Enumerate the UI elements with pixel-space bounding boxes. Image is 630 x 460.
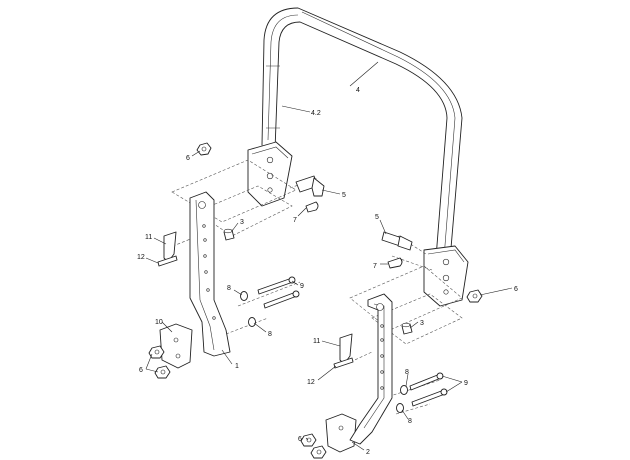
callout-labels: 4 4.2 6 5 7 3 11 12 8 9 8 10 6 1 5 7 6 3… bbox=[137, 87, 518, 456]
callout-4: 4 bbox=[356, 87, 360, 94]
callout-6-left-bottom: 6 bbox=[139, 367, 143, 374]
callout-6-right-bottom: 6 bbox=[298, 436, 302, 443]
washer-8-right-b bbox=[396, 403, 404, 413]
callout-3-right: 3 bbox=[420, 320, 424, 327]
callout-6-right-top: 6 bbox=[514, 286, 518, 293]
callout-9-right: 9 bbox=[464, 380, 468, 387]
callout-8-left-b: 8 bbox=[268, 331, 272, 338]
bolt-9-right-b bbox=[411, 389, 446, 407]
callout-9-left: 9 bbox=[300, 283, 304, 290]
callout-8-left-a: 8 bbox=[227, 285, 231, 292]
callout-8-right-a: 8 bbox=[405, 369, 409, 376]
callout-7-left: 7 bbox=[293, 217, 297, 224]
bracket-10-left bbox=[159, 323, 193, 369]
roll-bar bbox=[247, 7, 469, 307]
callout-4-2: 4.2 bbox=[311, 110, 321, 117]
leader-lines bbox=[145, 61, 513, 451]
bolt-12-left bbox=[157, 255, 178, 267]
washer-8-left-a bbox=[240, 291, 248, 301]
callout-7-right: 7 bbox=[373, 263, 377, 270]
callout-12-left: 12 bbox=[137, 254, 145, 261]
callout-12-right: 12 bbox=[307, 379, 315, 386]
left-hardware bbox=[148, 142, 325, 379]
callout-6-left-top: 6 bbox=[186, 155, 190, 162]
left-upright bbox=[189, 191, 231, 357]
callout-3-left: 3 bbox=[240, 219, 244, 226]
callout-11-right: 11 bbox=[313, 338, 320, 345]
bolt-9-left-b bbox=[263, 291, 298, 309]
right-hardware bbox=[300, 231, 483, 459]
callout-5-left: 5 bbox=[342, 192, 346, 199]
washer-8-right-a bbox=[400, 385, 408, 395]
right-upright bbox=[349, 293, 393, 445]
callout-1: 1 bbox=[235, 363, 239, 370]
bolt-9-right-a bbox=[409, 373, 442, 391]
callout-11-left: 11 bbox=[145, 234, 152, 241]
washer-8-left-b bbox=[248, 317, 256, 327]
bracket-right-bottom bbox=[325, 413, 357, 453]
callout-5-right: 5 bbox=[375, 214, 379, 221]
callout-2: 2 bbox=[366, 449, 370, 456]
clip-7-left bbox=[305, 201, 319, 213]
callout-8-right-b: 8 bbox=[408, 418, 412, 425]
callout-10-left: 10 bbox=[155, 319, 163, 326]
clip-7-right bbox=[387, 257, 403, 269]
